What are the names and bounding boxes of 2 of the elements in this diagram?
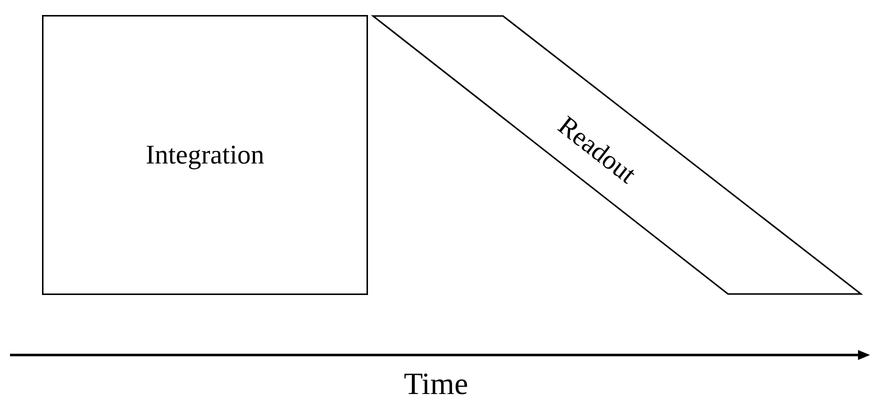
phase-label: Integration (146, 140, 264, 170)
axis-label: Time (404, 366, 468, 402)
